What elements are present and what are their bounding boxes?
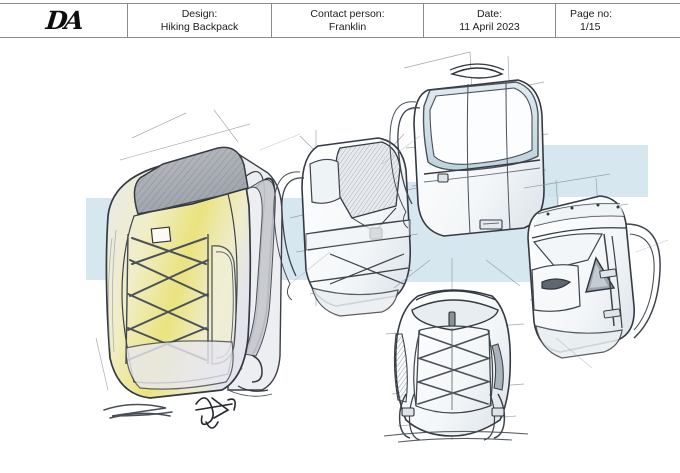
tc-side-pocket: [309, 158, 341, 204]
tr-bottom-label: [479, 219, 503, 230]
tr-buckle: [437, 173, 449, 183]
date-value: 11 April 2023: [459, 20, 520, 33]
page-no-value: 1/15: [580, 20, 601, 33]
backpack-sketch-main: [95, 109, 283, 429]
sketch-canvas: [0, 38, 680, 473]
design-label: Design:: [181, 8, 218, 21]
bc-front-panel: [413, 325, 494, 414]
main-bottom-panel: [125, 340, 234, 390]
date-label: Date:: [476, 8, 503, 21]
construction-lines: [259, 133, 669, 369]
tc-strap-loop: [281, 177, 305, 277]
tr-strap-loop: [397, 107, 421, 205]
backpack-sketch-top-right: [389, 51, 549, 237]
backpack-sketch-top-center: [273, 130, 419, 317]
rs-chevron-panel: [532, 233, 603, 269]
tr-carry-handle: [449, 67, 504, 79]
rs-pocket-slot: [541, 278, 572, 290]
da-monogram-icon: DA: [44, 6, 83, 35]
backpack-sketch-bottom-center: [383, 258, 529, 443]
bc-side-mesh: [393, 333, 408, 403]
bc-bungee-lacing: [417, 333, 491, 405]
design-value: Hiking Backpack: [160, 20, 239, 33]
rs-strap-loop: [625, 223, 661, 339]
contact-person-cell: Contact person: Franklin: [272, 4, 424, 37]
concept-sketch-sheet: [86, 51, 669, 443]
page-no-cell: Page no: 1/15: [556, 4, 680, 37]
design-cell: Design: Hiking Backpack: [128, 4, 272, 37]
bc-zipper-pull: [448, 311, 456, 327]
title-block: DA Design: Hiking Backpack Contact perso…: [0, 3, 680, 38]
bc-shoulder-straps: [398, 393, 506, 441]
backpack-sketch-right: [523, 173, 661, 359]
contact-person-label: Contact person:: [310, 8, 385, 21]
date-cell: Date: 11 April 2023: [424, 4, 556, 37]
main-label-tag: [150, 226, 172, 244]
artist-signature: [195, 397, 236, 429]
ground-shadow-scribble: [103, 403, 173, 419]
logo-cell: DA: [0, 4, 128, 37]
page-no-label: Page no:: [570, 8, 613, 21]
contact-person-value: Franklin: [328, 20, 367, 33]
